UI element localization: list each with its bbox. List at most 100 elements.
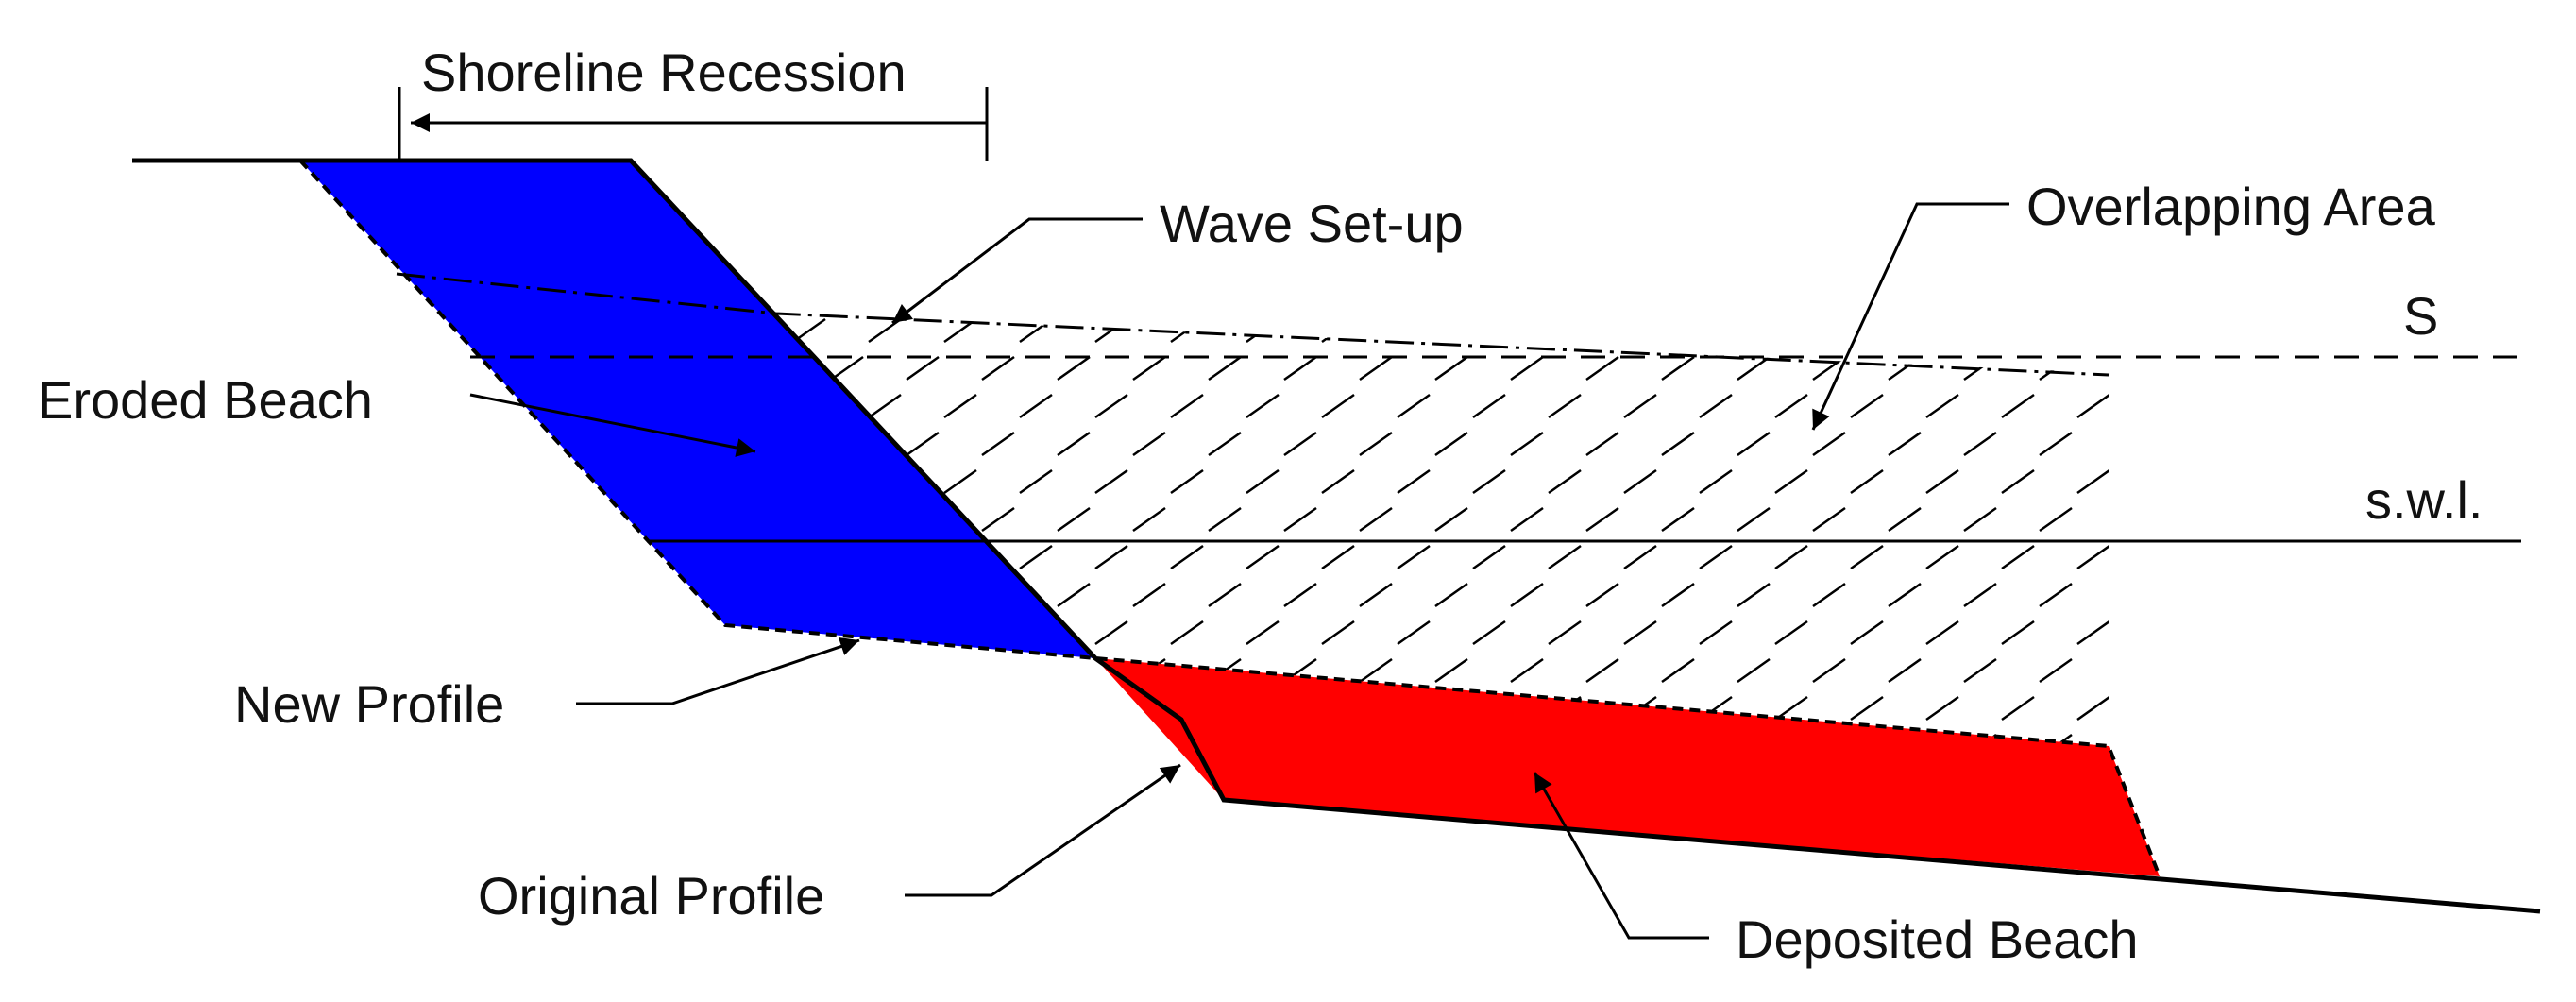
hatch-dash xyxy=(2115,508,2147,531)
hatch-dash xyxy=(1170,620,1204,646)
hatch-dash xyxy=(776,733,788,746)
hatch-dash xyxy=(1019,317,1053,344)
hatch-dash xyxy=(1737,582,1771,608)
hatch-dash xyxy=(718,697,750,720)
hatch-dash xyxy=(1208,355,1242,382)
hatch-dash xyxy=(1925,393,1959,419)
hatch-dash xyxy=(981,733,1015,746)
swl-label: s.w.l. xyxy=(2365,470,2483,530)
hatch-dash xyxy=(1132,582,1166,608)
hatch-dash xyxy=(1585,431,1619,457)
shoreline-recession-dimension xyxy=(398,87,989,161)
hatch-dash xyxy=(1812,657,1846,684)
hatch-dash xyxy=(1925,468,1959,495)
hatch-dash xyxy=(1623,468,1657,495)
deposited-beach-label: Deposited Beach xyxy=(1736,909,2139,969)
hatch-dash xyxy=(906,733,940,746)
overlapping-area-leader xyxy=(1811,202,2009,431)
hatch-dash xyxy=(1888,355,1922,382)
hatch-dash xyxy=(1397,544,1431,570)
hatch-dash xyxy=(1548,620,1582,646)
hatch-dash xyxy=(1623,620,1657,646)
hatch-dash xyxy=(830,355,864,382)
hatch-dash xyxy=(1925,620,1959,646)
hatch-dash xyxy=(1472,468,1506,495)
hatch-dash xyxy=(1359,506,1393,533)
hatch-dash xyxy=(1774,468,1808,495)
hatch-dash xyxy=(2039,355,2073,382)
hatch-dash xyxy=(1812,431,1846,457)
hatch-dash xyxy=(1963,506,1997,533)
hatch-dash xyxy=(1850,544,1884,570)
hatch-dash xyxy=(943,468,977,495)
hatch-dash xyxy=(2001,620,2035,646)
hatch-dash xyxy=(1850,468,1884,495)
hatch-dash xyxy=(1170,544,1204,570)
hatch-dash xyxy=(2115,584,2147,606)
hatch-dash xyxy=(1019,393,1053,419)
hatch-dash xyxy=(1585,582,1619,608)
hatch-dash xyxy=(1434,355,1468,382)
hatch-dash xyxy=(1661,431,1695,457)
hatch-dash xyxy=(2115,659,2147,682)
hatch-dash xyxy=(2001,317,2035,344)
hatch-dash xyxy=(1397,468,1431,495)
hatch-dash xyxy=(2001,544,2035,570)
original-profile-line xyxy=(132,158,2541,914)
hatch-dash xyxy=(1699,317,1733,344)
deposited-beach-region xyxy=(1095,658,2160,876)
hatch-dash xyxy=(1925,544,1959,570)
hatch-dash xyxy=(2076,393,2109,419)
hatch-dash xyxy=(1888,506,1922,533)
hatch-dash xyxy=(792,695,826,722)
hatch-dash xyxy=(1434,506,1468,533)
original-profile-leader xyxy=(905,763,1181,897)
hatch-dash xyxy=(2076,317,2109,344)
new-profile-line xyxy=(298,159,2161,877)
hatch-dash xyxy=(1057,582,1091,608)
hatch-dash xyxy=(1246,393,1280,419)
hatch-dash xyxy=(868,317,902,344)
deposited-beach-leader xyxy=(1533,772,1709,940)
hatch-dash xyxy=(1321,544,1355,570)
overlapping-area-label: Overlapping Area xyxy=(2026,177,2436,236)
hatch-dash xyxy=(1434,582,1468,608)
hatch-dash xyxy=(1359,431,1393,457)
hatch-dash xyxy=(906,657,940,684)
new-profile-label: New Profile xyxy=(234,674,504,734)
hatch-dash xyxy=(1661,355,1695,382)
hatch-dash xyxy=(1585,355,1619,382)
hatch-dash xyxy=(2001,468,2035,495)
hatch-dash xyxy=(1359,582,1393,608)
hatch-dash xyxy=(2076,695,2109,722)
hatch-dash xyxy=(1737,657,1771,684)
hatch-dash xyxy=(1434,657,1468,684)
hatch-dash xyxy=(2076,544,2109,570)
hatch-dash xyxy=(2076,620,2109,646)
hatch-dash xyxy=(1472,620,1506,646)
hatch-dash xyxy=(981,431,1015,457)
hatch-dash xyxy=(1699,544,1733,570)
hatch-dash xyxy=(981,657,1015,684)
hatch-dash xyxy=(2039,657,2073,684)
hatch-dash xyxy=(1208,431,1242,457)
hatch-dash xyxy=(981,355,1015,382)
hatch-dash xyxy=(1812,582,1846,608)
hatch-dash xyxy=(868,393,902,419)
hatch-dash xyxy=(1963,657,1997,684)
hatch-dash xyxy=(1019,544,1053,570)
hatch-dash xyxy=(1057,733,1091,746)
hatch-dash xyxy=(1699,468,1733,495)
wave-setup-line xyxy=(396,272,2110,377)
shoreline-recession-label: Shoreline Recession xyxy=(421,42,907,102)
hatch-dash xyxy=(2039,431,2073,457)
hatch-dash xyxy=(981,506,1015,533)
hatch-dash xyxy=(1057,431,1091,457)
original-profile-label: Original Profile xyxy=(478,866,824,926)
hatch-dash xyxy=(1397,620,1431,646)
hatch-dash xyxy=(1812,506,1846,533)
hatch-dash xyxy=(1132,431,1166,457)
hatch-dash xyxy=(830,657,864,684)
hatch-dash xyxy=(1057,506,1091,533)
wave-setup-leader xyxy=(891,217,1143,325)
